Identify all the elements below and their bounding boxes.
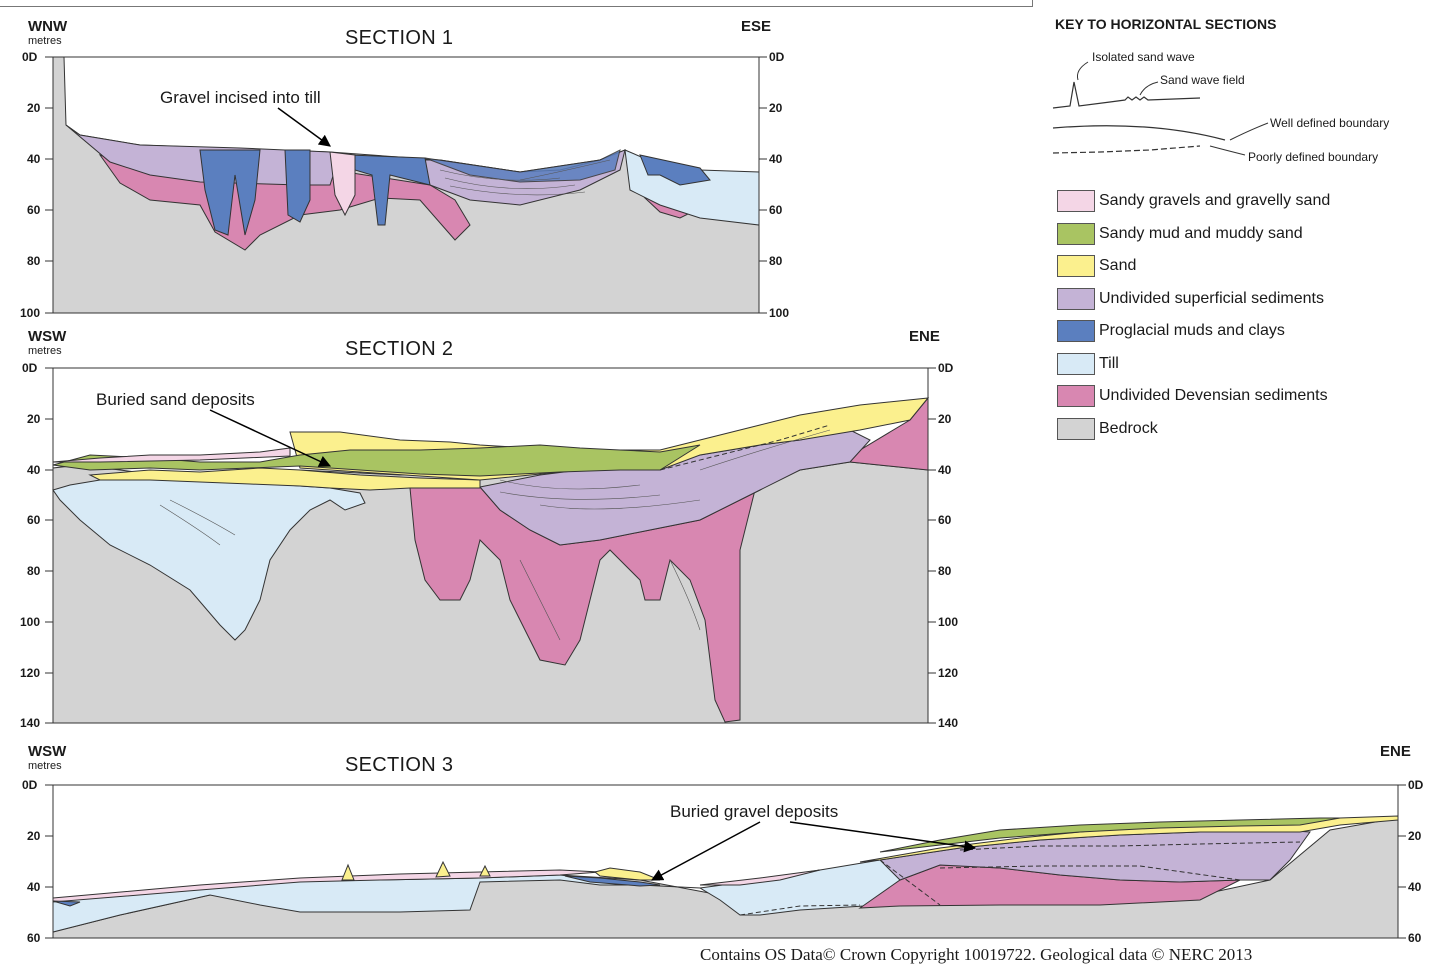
s2-right-tick: 80 — [938, 564, 952, 578]
key-symbols — [1052, 61, 1269, 156]
key-sand-wave-field: Sand wave field — [1160, 73, 1245, 87]
s2-left-tick: 100 — [20, 615, 41, 629]
section-2-right-direction: ENE — [909, 328, 940, 345]
s3-left-tick: 0D — [22, 778, 38, 792]
legend-label: Sandy gravels and gravelly sand — [1099, 192, 1331, 210]
legend-label: Till — [1099, 354, 1119, 372]
section-1-left-direction: WNW — [28, 18, 68, 35]
legend-swatch — [1057, 417, 1095, 440]
s3-left-tick: 20 — [27, 829, 41, 843]
s1-left-tick: 20 — [27, 101, 41, 115]
legend-swatch — [1057, 320, 1095, 343]
legend-label: Undivided superficial sediments — [1099, 289, 1324, 307]
s3-left-tick: 40 — [27, 880, 41, 894]
copyright-credit: Contains OS Data© Crown Copyright 100197… — [700, 945, 1253, 964]
section-3-annotation: Buried gravel deposits — [670, 802, 839, 821]
legend-item: Sandy gravels and gravelly sand — [1057, 185, 1330, 218]
s3-right-tick: 40 — [1408, 880, 1422, 894]
s2-right-tick: 20 — [938, 412, 952, 426]
section-1-right-direction: ESE — [741, 18, 772, 35]
s1-left-tick: 100 — [20, 306, 41, 320]
legend-label: Sand — [1099, 257, 1137, 275]
s1-right-tick: 0D — [769, 50, 785, 64]
s1-right-tick: 100 — [769, 306, 790, 320]
legend-swatch — [1057, 352, 1095, 375]
s2-right-tick: 40 — [938, 463, 952, 477]
legend-item: Undivided Devensian sediments — [1057, 380, 1330, 413]
s1-left-tick: 80 — [27, 254, 41, 268]
legend-item: Till — [1057, 348, 1330, 381]
legend-item: Bedrock — [1057, 413, 1330, 446]
s2-right-tick: 120 — [938, 666, 959, 680]
s1-left-tick: 40 — [27, 152, 41, 166]
s1-right-tick: 40 — [769, 152, 783, 166]
s2-right-tick: 100 — [938, 615, 959, 629]
legend-swatch — [1057, 222, 1095, 245]
top-border — [0, 0, 1033, 7]
s3-left-tick: 60 — [27, 931, 41, 945]
section-2-annotation: Buried sand deposits — [96, 390, 255, 409]
section-2-unit: metres — [28, 345, 62, 357]
section-1-unit: metres — [28, 35, 62, 47]
legend-label: Undivided Devensian sediments — [1099, 387, 1328, 405]
section-2-left-direction: WSW — [28, 328, 67, 345]
s2-right-tick: 140 — [938, 716, 959, 730]
key-well-defined-boundary: Well defined boundary — [1270, 116, 1390, 130]
s2-left-tick: 0D — [22, 361, 38, 375]
s3-right-tick: 0D — [1408, 778, 1424, 792]
section-2-title: SECTION 2 — [345, 338, 454, 360]
legend-swatch — [1057, 385, 1095, 408]
s2-right-tick: 0D — [938, 361, 954, 375]
legend-item: Proglacial muds and clays — [1057, 315, 1330, 348]
section-1-plot — [52, 56, 760, 314]
legend-item: Sandy mud and muddy sand — [1057, 218, 1330, 251]
s2-left-tick: 140 — [20, 716, 41, 730]
annotation-arrows — [209, 107, 977, 881]
axis-tick-marks — [45, 56, 1406, 939]
legend-label: Proglacial muds and clays — [1099, 322, 1285, 340]
legend-swatch — [1057, 287, 1095, 310]
section-1-title: SECTION 1 — [345, 27, 454, 49]
s1-right-tick: 60 — [769, 203, 783, 217]
legend-label: Sandy mud and muddy sand — [1099, 224, 1303, 242]
key-isolated-sand-wave: Isolated sand wave — [1092, 50, 1195, 64]
section-3-title: SECTION 3 — [345, 754, 454, 776]
s2-left-tick: 20 — [27, 412, 41, 426]
section-3-right-direction: ENE — [1380, 743, 1411, 760]
s1-left-tick: 0D — [22, 50, 38, 64]
s1-right-tick: 80 — [769, 254, 783, 268]
s2-left-tick: 80 — [27, 564, 41, 578]
legend: Sandy gravels and gravelly sand Sandy mu… — [1057, 185, 1330, 445]
section-3-left-direction: WSW — [28, 743, 67, 760]
legend-item: Sand — [1057, 250, 1330, 283]
s2-left-tick: 120 — [20, 666, 41, 680]
section-1-annotation: Gravel incised into till — [160, 88, 321, 107]
section-3-unit: metres — [28, 760, 62, 772]
s2-left-tick: 60 — [27, 513, 41, 527]
s2-right-tick: 60 — [938, 513, 952, 527]
s3-right-tick: 20 — [1408, 829, 1422, 843]
section-3-plot — [52, 784, 1399, 939]
s1-left-tick: 60 — [27, 203, 41, 217]
key-poorly-defined-boundary: Poorly defined boundary — [1248, 150, 1379, 164]
legend-swatch — [1057, 190, 1095, 213]
section-2-plot — [52, 367, 930, 724]
legend-item: Undivided superficial sediments — [1057, 283, 1330, 316]
legend-swatch — [1057, 255, 1095, 278]
s2-left-tick: 40 — [27, 463, 41, 477]
s3-right-tick: 60 — [1408, 931, 1422, 945]
s1-right-tick: 20 — [769, 101, 783, 115]
key-title: KEY TO HORIZONTAL SECTIONS — [1055, 16, 1277, 32]
legend-label: Bedrock — [1099, 419, 1158, 437]
